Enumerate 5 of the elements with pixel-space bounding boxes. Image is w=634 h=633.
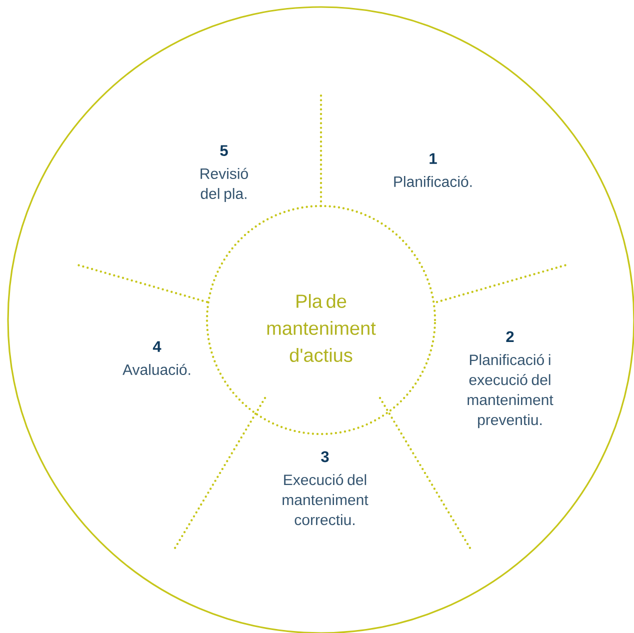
- step-label: 2 Planificació i execució del manteniment preventiu.: [468, 331, 554, 428]
- step-label: 3 Execució del manteniment correctiu.: [282, 451, 368, 526]
- step-label: 4 Avaluació.: [122, 341, 190, 375]
- step-label: 1 Planificació.: [394, 153, 472, 187]
- step-label: 5 Revisió del pla.: [200, 145, 248, 202]
